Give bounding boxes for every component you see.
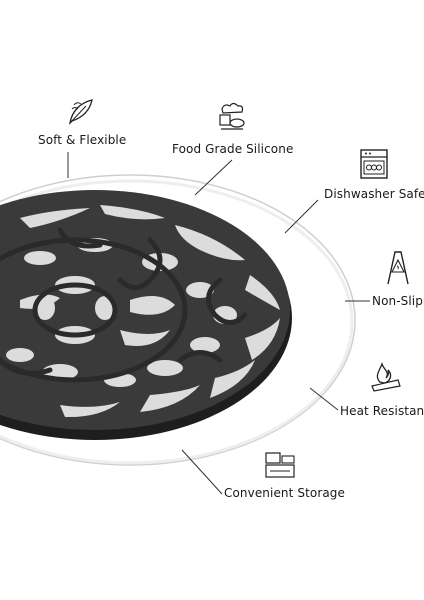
food-icon — [219, 102, 245, 130]
storage-drawer-icon — [265, 452, 295, 478]
feature-label: Soft & Flexible — [38, 133, 127, 147]
feature-label: Dishwasher Safe — [324, 187, 424, 201]
feature-label: Food Grade Silicone — [172, 142, 294, 156]
feature-label: Convenient Storage — [224, 486, 346, 500]
silicone-trivet — [0, 190, 292, 440]
wet-floor-sign-icon — [387, 251, 409, 285]
leader-lines — [67, 152, 370, 495]
flame-icon — [371, 361, 401, 392]
feature-label: Non-Slip — [372, 294, 423, 308]
feature-label: Heat Resistant — [340, 404, 424, 418]
dishwasher-icon — [360, 149, 388, 179]
feather-icon — [69, 99, 93, 125]
